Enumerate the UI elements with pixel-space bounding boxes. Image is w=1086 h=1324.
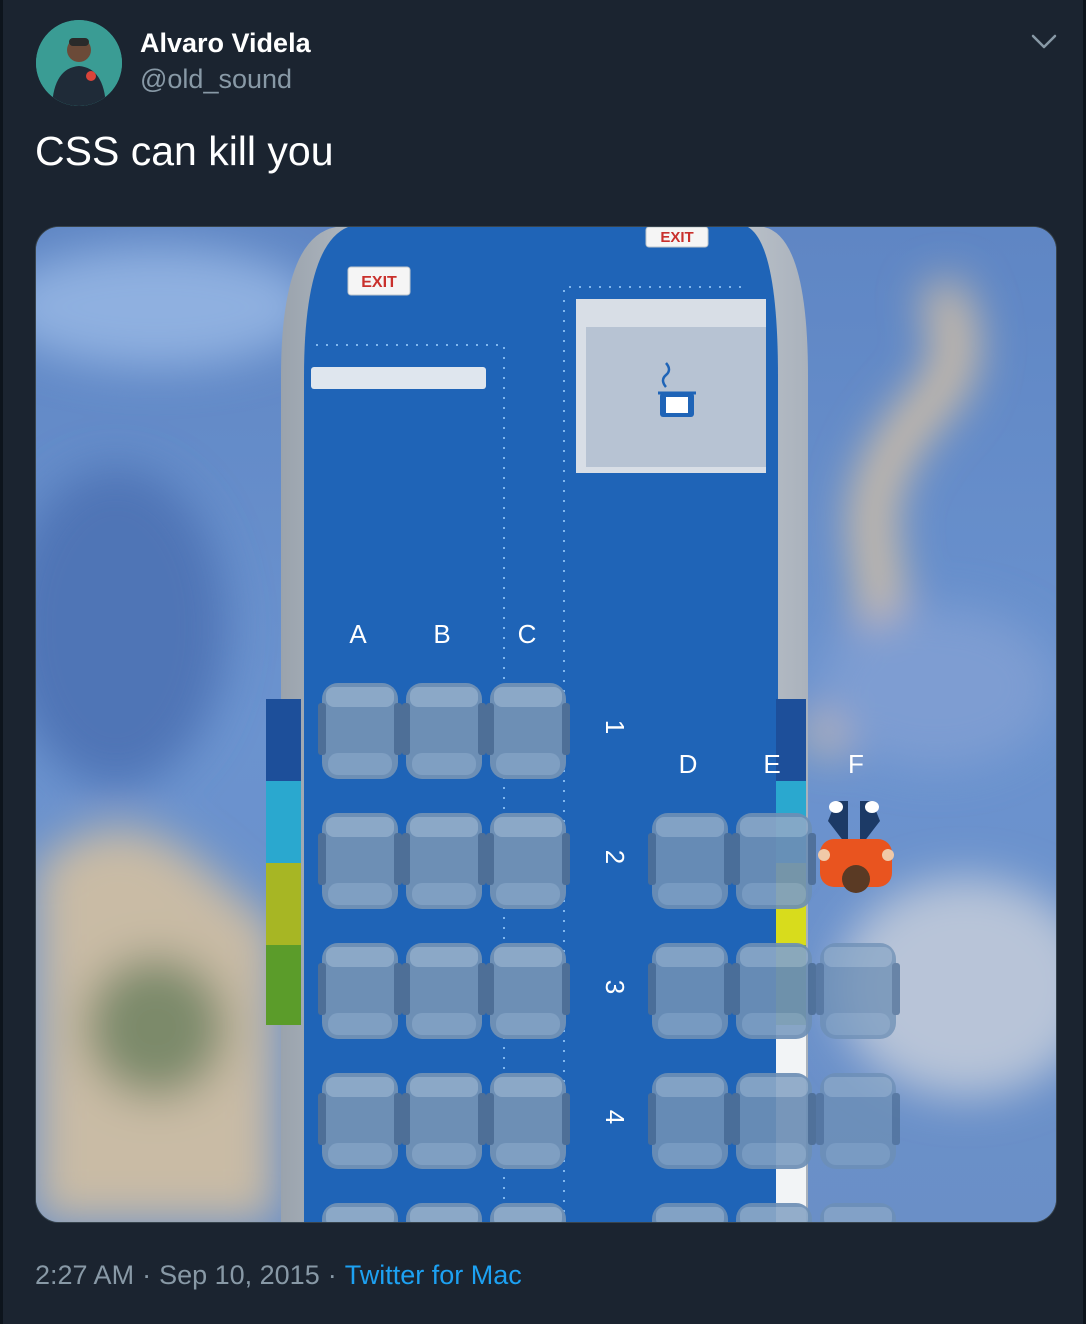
seat	[490, 1203, 566, 1222]
seat	[648, 813, 732, 909]
column-label-e: E	[763, 749, 780, 779]
column-label-d: D	[679, 749, 698, 779]
exit-label: EXIT	[361, 274, 397, 291]
seat	[402, 1073, 486, 1169]
seat	[648, 943, 732, 1039]
row-number-1: 1	[600, 720, 630, 734]
seat	[486, 683, 570, 779]
tweet-time[interactable]: 2:27 AM	[35, 1260, 135, 1290]
seat	[318, 813, 402, 909]
chevron-down-icon[interactable]	[1029, 30, 1059, 52]
row-number-2: 2	[600, 850, 630, 864]
seat	[402, 813, 486, 909]
seat	[486, 813, 570, 909]
avatar[interactable]	[36, 20, 122, 106]
column-label-c: C	[518, 619, 537, 649]
column-label-a: A	[349, 619, 367, 649]
separator: ·	[142, 1260, 152, 1290]
seat	[732, 1073, 816, 1169]
tweet-date[interactable]: Sep 10, 2015	[159, 1260, 320, 1290]
seat	[732, 943, 816, 1039]
seat	[732, 813, 816, 909]
passenger	[818, 801, 894, 893]
seat	[648, 1073, 732, 1169]
tweet-image[interactable]: EXIT EXIT A B C D E F	[35, 226, 1057, 1223]
seat	[736, 1203, 812, 1222]
seat	[486, 1073, 570, 1169]
author-handle[interactable]: @old_sound	[140, 64, 293, 94]
seat	[406, 1203, 482, 1222]
seat-map	[318, 683, 900, 1222]
author-name[interactable]: Alvaro Videla	[140, 28, 311, 58]
seat	[318, 943, 402, 1039]
seat	[652, 1203, 728, 1222]
tweet-source-link[interactable]: Twitter for Mac	[344, 1260, 522, 1290]
coffee-icon	[658, 362, 696, 417]
seat	[322, 1203, 398, 1222]
seat	[318, 1073, 402, 1169]
exit-sign: EXIT	[645, 227, 709, 248]
seat	[820, 1203, 896, 1222]
tweet-meta: 2:27 AM·Sep 10, 2015·Twitter for Mac	[35, 1260, 522, 1291]
tweet-text: CSS can kill you	[35, 128, 334, 174]
seat	[816, 1073, 900, 1169]
exit-sign: EXIT	[347, 266, 411, 296]
row-number-4: 4	[600, 1110, 630, 1124]
seat	[318, 683, 402, 779]
exit-label: EXIT	[660, 229, 693, 246]
column-label-f: F	[848, 749, 864, 779]
seat	[402, 683, 486, 779]
row-number-3: 3	[600, 980, 630, 994]
seat	[402, 943, 486, 1039]
seat	[486, 943, 570, 1039]
column-label-b: B	[433, 619, 450, 649]
seat	[816, 943, 900, 1039]
separator: ·	[327, 1260, 337, 1290]
